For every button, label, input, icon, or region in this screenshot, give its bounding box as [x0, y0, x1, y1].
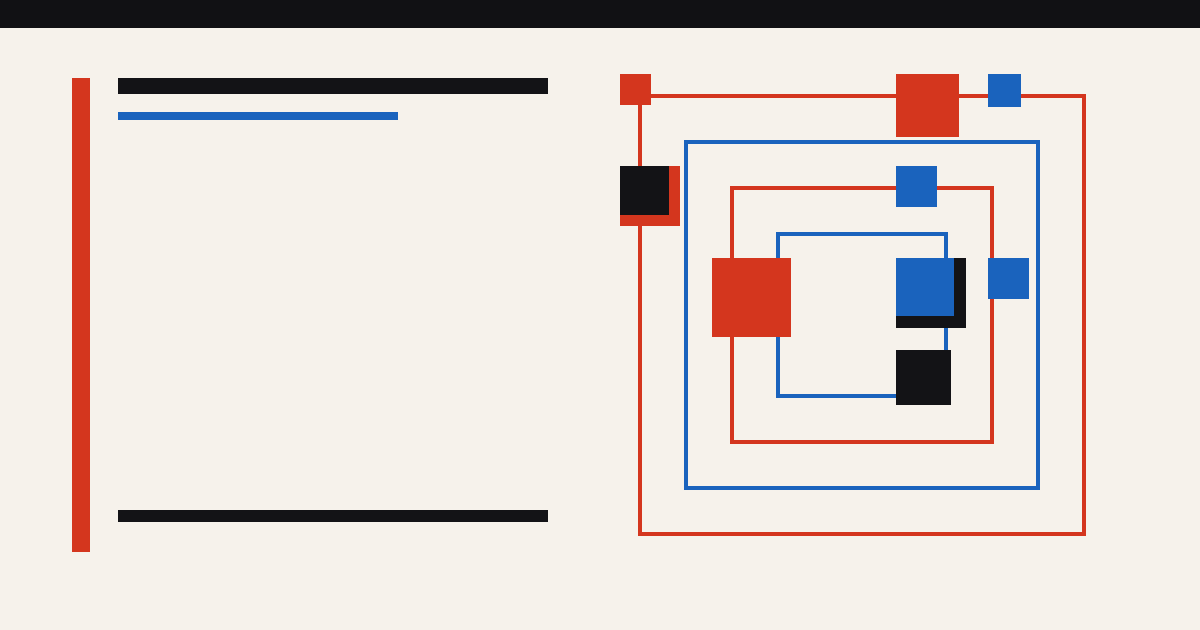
blue-square-center-right — [896, 258, 954, 316]
second-blue-frame — [684, 140, 1040, 490]
subheading-placeholder-bar — [118, 112, 398, 120]
red-square-top-center — [896, 74, 959, 137]
footer-placeholder-bar — [118, 510, 548, 522]
blue-square-top-right — [988, 74, 1021, 107]
red-square-top-left — [620, 74, 651, 105]
outer-red-frame — [638, 94, 1086, 536]
red-square-center-left — [712, 258, 791, 337]
blue-square-mid-top — [896, 166, 937, 207]
heading-placeholder-bar — [118, 78, 548, 94]
black-square-lower — [896, 350, 951, 405]
blue-square-right — [988, 258, 1029, 299]
left-red-vertical-rule — [72, 78, 90, 552]
black-square-left — [620, 166, 669, 215]
top-dark-band — [0, 0, 1200, 28]
